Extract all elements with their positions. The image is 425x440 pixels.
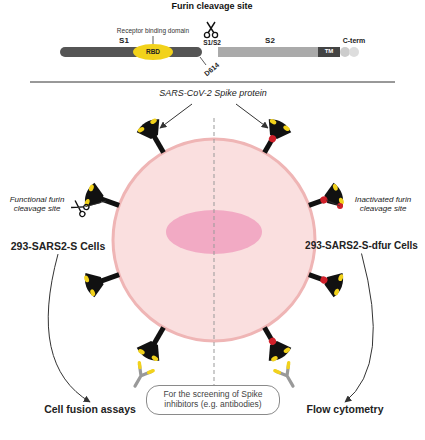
c-term-bead (340, 47, 350, 57)
text-node: 293-SARS2-S-dfur Cells (298, 240, 425, 252)
label-text: S2 (258, 37, 282, 46)
antibody-icon (275, 363, 300, 390)
scissors-icon (70, 198, 90, 217)
spike-protein-dfur (304, 181, 346, 217)
rbd-ellipse (133, 44, 173, 60)
label-text: RBD (138, 48, 168, 55)
antibody-icon (128, 363, 153, 390)
spike-protein (82, 262, 124, 298)
text-node: 293-SARS2-S Cells (2, 240, 114, 252)
node-text: 293-SARS2-S-dfur Cells (298, 240, 425, 252)
spike-protein-dfur (253, 321, 293, 364)
arrow-line (236, 104, 268, 128)
divider-dashed (214, 118, 215, 385)
node-text: For the screening of Spike inhibitors (e… (155, 390, 271, 410)
label-text: Inactivated furin cleavage site (344, 196, 422, 214)
scissors-icon (204, 22, 217, 38)
label-text: Functional furin cleavage site (2, 196, 72, 214)
leader-line (153, 36, 154, 44)
divider-line (30, 82, 395, 83)
spike-protein-dfur (253, 116, 293, 159)
edge-layer (48, 254, 373, 403)
label-text: C-term (334, 37, 374, 45)
leader-line (88, 201, 106, 206)
spike-set (82, 116, 346, 365)
label-text: SARS-CoV-2 Spike protein (120, 89, 306, 99)
leader-line (326, 200, 340, 206)
tm-segment (318, 47, 340, 57)
arrow-line (160, 104, 192, 128)
label-text: Receptor binding domain (96, 27, 210, 34)
label-text: S1 (112, 37, 136, 46)
spike-protein-dfur (304, 262, 346, 298)
rounded-box: For the screening of Spike inhibitors (e… (146, 385, 280, 415)
leader-line (200, 57, 206, 65)
label-text: TM (318, 48, 340, 55)
curved-arrow (345, 254, 373, 403)
label-text: D614 (203, 53, 231, 78)
node-text: Flow cytometry (286, 403, 404, 415)
curved-arrow (48, 254, 90, 402)
label-text: Furin cleavage site (170, 2, 254, 12)
text-node: Cell fusion assays (28, 403, 152, 415)
label-text: S1/S2 (196, 39, 228, 46)
s1-segment (60, 47, 202, 57)
spike-protein (135, 321, 175, 364)
c-term-bead (349, 47, 359, 57)
spike-protein (82, 181, 124, 217)
text-node: Flow cytometry (286, 403, 404, 415)
node-text: 293-SARS2-S Cells (2, 240, 114, 252)
node-text: Cell fusion assays (28, 403, 152, 415)
spike-protein (135, 116, 175, 159)
s2-segment (218, 47, 320, 57)
